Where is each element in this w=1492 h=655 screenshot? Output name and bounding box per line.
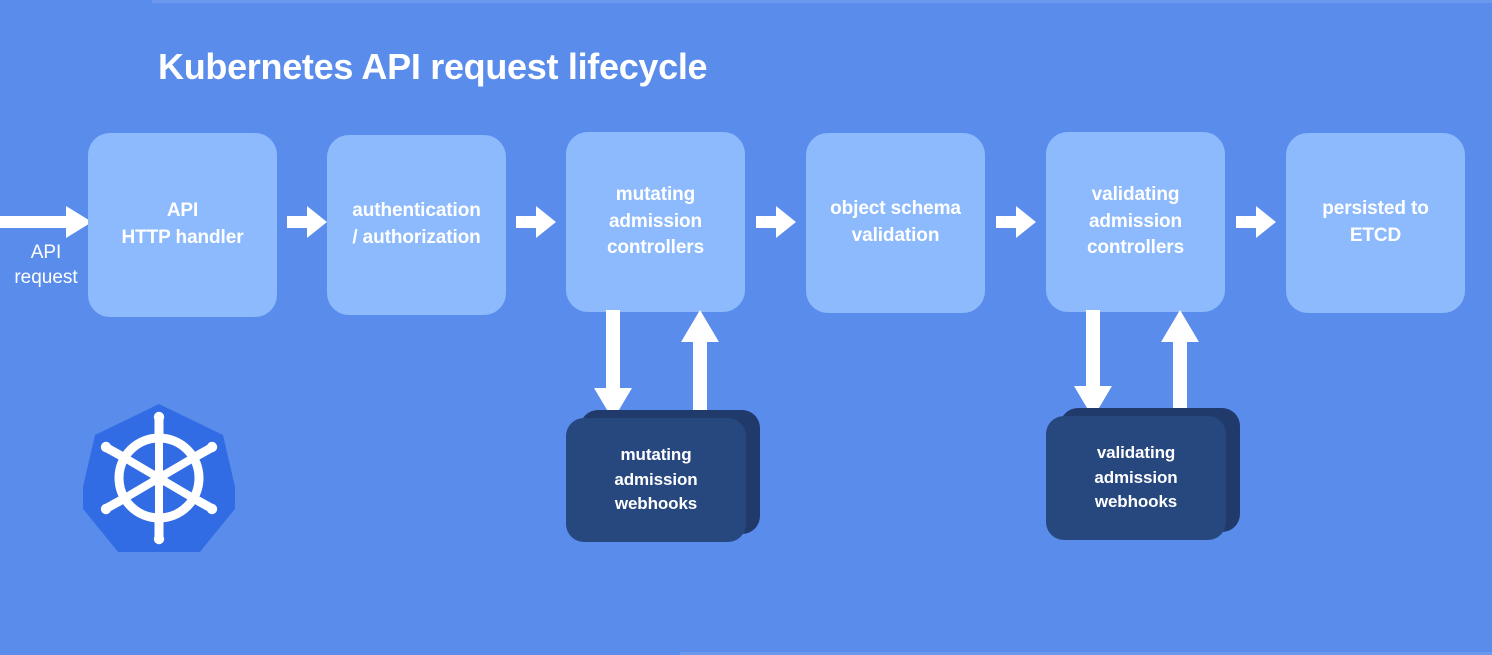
card-front-layer[interactable]: mutating admission webhooks bbox=[566, 418, 746, 542]
kubernetes-logo bbox=[83, 404, 235, 552]
stage-validating-admission-controllers[interactable]: validating admission controllers bbox=[1046, 132, 1225, 312]
stage-label: API HTTP handler bbox=[121, 200, 244, 248]
stage-label: authentication / authorization bbox=[352, 200, 481, 248]
arrow-api-http-handler-to-authentication bbox=[287, 206, 327, 238]
arrow-entry-to-api-http-handler bbox=[0, 206, 92, 238]
arrow-object-schema-to-validating-controllers bbox=[996, 206, 1036, 238]
stage-label: persisted to ETCD bbox=[1322, 198, 1429, 246]
api-request-label: API request bbox=[14, 242, 78, 289]
arrow-validating-controllers-to-webhooks-down bbox=[1074, 310, 1112, 418]
card-front-layer[interactable]: validating admission webhooks bbox=[1046, 416, 1226, 540]
arrow-authentication-to-mutating-controllers bbox=[516, 206, 556, 238]
webhook-validating-admission-webhooks[interactable]: validating admission webhooks bbox=[1046, 408, 1240, 548]
page-title: Kubernetes API request lifecycle bbox=[158, 46, 708, 87]
stage-label: object schema validation bbox=[830, 198, 961, 246]
stage-mutating-admission-controllers[interactable]: mutating admission controllers bbox=[566, 132, 745, 312]
arrow-mutating-controllers-to-object-schema bbox=[756, 206, 796, 238]
arrow-mutating-webhooks-to-controllers-up bbox=[681, 310, 719, 420]
webhook-mutating-admission-webhooks[interactable]: mutating admission webhooks bbox=[566, 410, 760, 550]
stage-persisted-to-etcd[interactable]: persisted to ETCD bbox=[1286, 133, 1465, 313]
stage-authentication-authorization[interactable]: authentication / authorization bbox=[327, 135, 506, 315]
stage-label: mutating admission controllers bbox=[606, 183, 705, 259]
arrow-mutating-controllers-to-webhooks-down bbox=[594, 310, 632, 420]
webhook-label: mutating admission webhooks bbox=[614, 445, 698, 514]
webhook-label: validating admission webhooks bbox=[1094, 443, 1178, 512]
arrow-validating-webhooks-to-controllers-up bbox=[1161, 310, 1199, 418]
arrow-validating-controllers-to-etcd bbox=[1236, 206, 1276, 238]
top-edge-band bbox=[152, 0, 1492, 3]
stage-object-schema-validation[interactable]: object schema validation bbox=[806, 133, 985, 313]
stage-api-http-handler[interactable]: API HTTP handler bbox=[88, 133, 277, 317]
stage-label: validating admission controllers bbox=[1086, 183, 1185, 259]
